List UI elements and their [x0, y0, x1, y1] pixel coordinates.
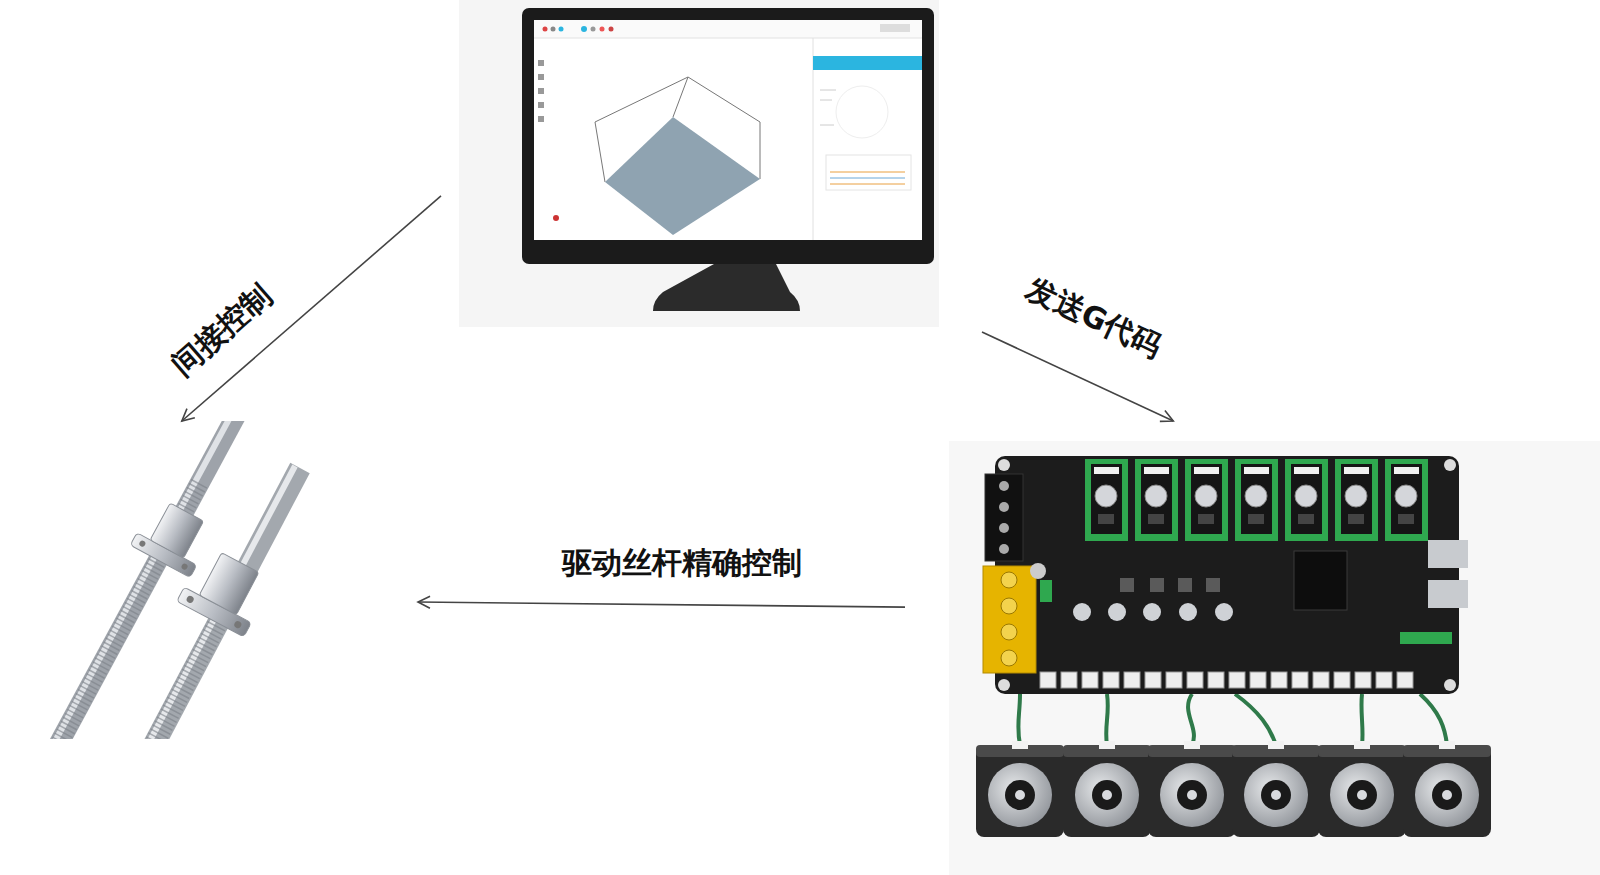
- edge-label: 间接控制: [162, 275, 281, 385]
- edge-label: 驱动丝杆精确控制: [558, 546, 806, 581]
- ball-screw-node: [0, 421, 418, 737]
- control-board: [949, 441, 1600, 875]
- ball-screws: [46, 421, 300, 739]
- edge-label: 发送G代码: [1018, 270, 1171, 366]
- arrow-connector: [418, 602, 905, 607]
- computer-monitor: [459, 0, 939, 327]
- control-board-node: [905, 421, 1600, 875]
- computer-node: [441, 0, 982, 332]
